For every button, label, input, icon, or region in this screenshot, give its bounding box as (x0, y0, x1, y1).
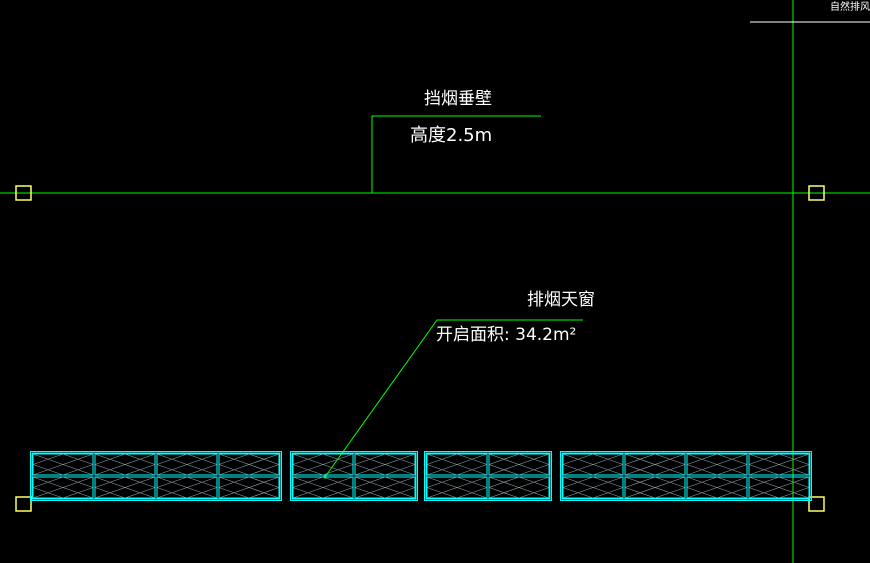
window-pane (292, 476, 354, 499)
window-pane (562, 453, 624, 476)
window-pane (218, 453, 280, 476)
window-pane (426, 453, 488, 476)
skylight-window-array[interactable] (30, 451, 812, 501)
window-pane (748, 476, 810, 499)
window-pane (32, 476, 94, 499)
window-pane (686, 453, 748, 476)
window-pane (488, 453, 550, 476)
window-pane (218, 476, 280, 499)
window-pane (156, 453, 218, 476)
column-marker-bottom-right[interactable] (808, 496, 825, 512)
window-frame (30, 451, 282, 501)
skylight-area[interactable]: 开启面积: 34.2m² (436, 325, 577, 345)
window-pane (94, 453, 156, 476)
skylight-window-group[interactable] (560, 451, 812, 501)
window-frame (290, 451, 418, 501)
window-pane (354, 476, 416, 499)
skylight-title[interactable]: 排烟天窗 (527, 290, 595, 310)
window-frame (561, 452, 811, 500)
smoke-wall-title[interactable]: 挡烟垂壁 (424, 89, 492, 109)
window-pane (748, 453, 810, 476)
smoke-wall-height[interactable]: 高度2.5m (410, 125, 493, 146)
window-frame (560, 451, 812, 501)
window-pane (156, 476, 218, 499)
window-pane (94, 476, 156, 499)
window-pane (426, 476, 488, 499)
column-marker-top-right[interactable] (808, 185, 825, 201)
window-pane (32, 453, 94, 476)
window-pane (624, 453, 686, 476)
skylight-window-group[interactable] (290, 451, 418, 501)
window-pane (686, 476, 748, 499)
window-frame (291, 452, 417, 500)
window-frame (425, 452, 551, 500)
window-pane (292, 453, 354, 476)
skylight-leader (324, 319, 583, 478)
column-marker-bottom-left[interactable] (15, 496, 32, 512)
skylight-window-group[interactable] (30, 451, 282, 501)
window-pane (624, 476, 686, 499)
window-pane (354, 453, 416, 476)
window-frame (424, 451, 552, 501)
window-pane (562, 476, 624, 499)
window-pane (488, 476, 550, 499)
column-marker-top-left[interactable] (15, 185, 32, 201)
window-frame (31, 452, 281, 500)
skylight-window-group[interactable] (424, 451, 552, 501)
smoke-wall-leader (371, 115, 541, 193)
corner-label[interactable]: 自然排风 (830, 2, 870, 13)
